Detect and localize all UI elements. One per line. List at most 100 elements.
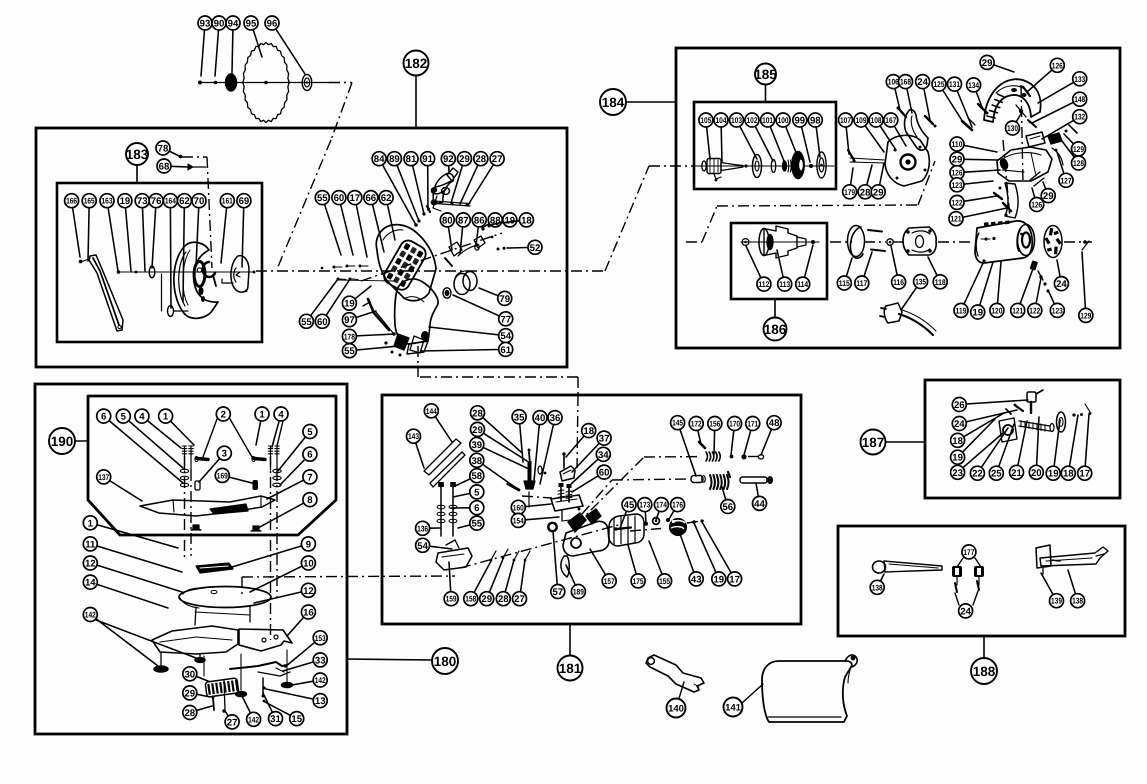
svg-text:90: 90 — [214, 19, 225, 30]
svg-text:48: 48 — [769, 418, 780, 429]
svg-text:26: 26 — [954, 400, 965, 411]
svg-text:144: 144 — [426, 407, 437, 416]
svg-text:21: 21 — [1011, 468, 1022, 479]
svg-text:81: 81 — [406, 154, 417, 165]
svg-text:126: 126 — [1052, 61, 1063, 70]
svg-text:118: 118 — [935, 278, 946, 287]
svg-text:157: 157 — [604, 577, 615, 586]
svg-text:24: 24 — [917, 77, 928, 88]
svg-text:121: 121 — [1012, 306, 1023, 315]
svg-text:176: 176 — [672, 501, 683, 510]
svg-text:29: 29 — [472, 425, 483, 436]
svg-text:12: 12 — [303, 586, 314, 597]
svg-text:5: 5 — [121, 412, 127, 423]
svg-text:116: 116 — [893, 278, 904, 287]
svg-text:129: 129 — [1080, 311, 1091, 320]
svg-text:7: 7 — [307, 472, 312, 483]
svg-text:8: 8 — [307, 495, 313, 506]
svg-text:130: 130 — [1007, 124, 1018, 133]
svg-text:183: 183 — [126, 147, 149, 162]
svg-text:14: 14 — [85, 578, 96, 589]
svg-text:153: 153 — [315, 634, 326, 643]
svg-text:123: 123 — [1052, 306, 1063, 315]
svg-text:27: 27 — [514, 594, 525, 605]
svg-text:114: 114 — [797, 280, 808, 289]
svg-text:177: 177 — [963, 548, 974, 557]
svg-text:28: 28 — [184, 708, 195, 719]
svg-text:1: 1 — [259, 410, 265, 421]
svg-text:70: 70 — [194, 196, 205, 207]
svg-text:107: 107 — [840, 116, 851, 125]
svg-text:40: 40 — [535, 413, 546, 424]
svg-text:61: 61 — [500, 345, 511, 356]
svg-text:24: 24 — [954, 419, 965, 430]
svg-text:60: 60 — [317, 317, 328, 328]
svg-text:12: 12 — [85, 559, 96, 570]
svg-text:31: 31 — [270, 714, 281, 725]
svg-text:43: 43 — [691, 574, 702, 585]
svg-text:35: 35 — [514, 412, 525, 423]
svg-text:19: 19 — [713, 574, 724, 585]
svg-text:185: 185 — [754, 67, 777, 82]
svg-text:127: 127 — [1061, 176, 1072, 185]
svg-text:143: 143 — [408, 432, 419, 441]
svg-text:122: 122 — [952, 198, 963, 207]
svg-text:170: 170 — [729, 420, 740, 429]
svg-text:28: 28 — [860, 187, 871, 198]
svg-text:89: 89 — [389, 154, 400, 165]
svg-text:104: 104 — [716, 116, 727, 125]
svg-text:55: 55 — [317, 193, 328, 204]
svg-text:164: 164 — [165, 197, 176, 206]
svg-text:109: 109 — [856, 116, 867, 125]
svg-text:23: 23 — [952, 468, 963, 479]
svg-text:129: 129 — [1073, 145, 1084, 154]
svg-text:105: 105 — [700, 116, 711, 125]
svg-text:173: 173 — [639, 501, 650, 510]
svg-text:19: 19 — [1048, 469, 1059, 480]
svg-text:19: 19 — [120, 196, 131, 207]
svg-text:138: 138 — [1072, 597, 1083, 606]
svg-text:29: 29 — [952, 155, 963, 166]
svg-text:145: 145 — [672, 419, 683, 428]
svg-text:60: 60 — [599, 468, 610, 479]
svg-text:39: 39 — [471, 440, 482, 451]
svg-text:97: 97 — [344, 315, 355, 326]
svg-text:29: 29 — [459, 154, 470, 165]
svg-text:171: 171 — [747, 420, 758, 429]
svg-text:29: 29 — [982, 58, 993, 69]
svg-text:158: 158 — [465, 595, 476, 604]
svg-text:29: 29 — [184, 688, 195, 699]
svg-text:96: 96 — [267, 19, 278, 30]
svg-text:142: 142 — [248, 715, 259, 724]
svg-text:66: 66 — [365, 193, 376, 204]
svg-text:136: 136 — [417, 524, 428, 533]
svg-text:126: 126 — [952, 169, 963, 178]
svg-text:6: 6 — [101, 412, 106, 423]
svg-text:69: 69 — [239, 196, 250, 207]
svg-text:175: 175 — [633, 577, 644, 586]
svg-text:22: 22 — [972, 469, 983, 480]
svg-text:94: 94 — [228, 19, 239, 30]
svg-text:52: 52 — [530, 243, 541, 254]
svg-text:56: 56 — [722, 502, 733, 513]
svg-text:29: 29 — [873, 187, 884, 198]
svg-text:165: 165 — [84, 197, 95, 206]
svg-text:27: 27 — [492, 154, 503, 165]
svg-text:24: 24 — [1056, 279, 1067, 290]
svg-text:155: 155 — [659, 577, 670, 586]
svg-text:45: 45 — [624, 500, 635, 511]
svg-text:54: 54 — [500, 331, 511, 342]
svg-text:62: 62 — [381, 193, 392, 204]
svg-text:126: 126 — [1031, 201, 1042, 210]
svg-text:95: 95 — [246, 19, 257, 30]
svg-text:166: 166 — [66, 197, 77, 206]
svg-text:169: 169 — [217, 471, 228, 480]
svg-text:92: 92 — [443, 154, 454, 165]
svg-text:137: 137 — [98, 473, 109, 482]
svg-text:189: 189 — [573, 588, 584, 597]
svg-text:122: 122 — [1029, 306, 1040, 315]
svg-text:20: 20 — [1031, 468, 1042, 479]
svg-text:10: 10 — [303, 559, 314, 570]
svg-text:4: 4 — [139, 412, 145, 423]
svg-text:167: 167 — [885, 116, 896, 125]
